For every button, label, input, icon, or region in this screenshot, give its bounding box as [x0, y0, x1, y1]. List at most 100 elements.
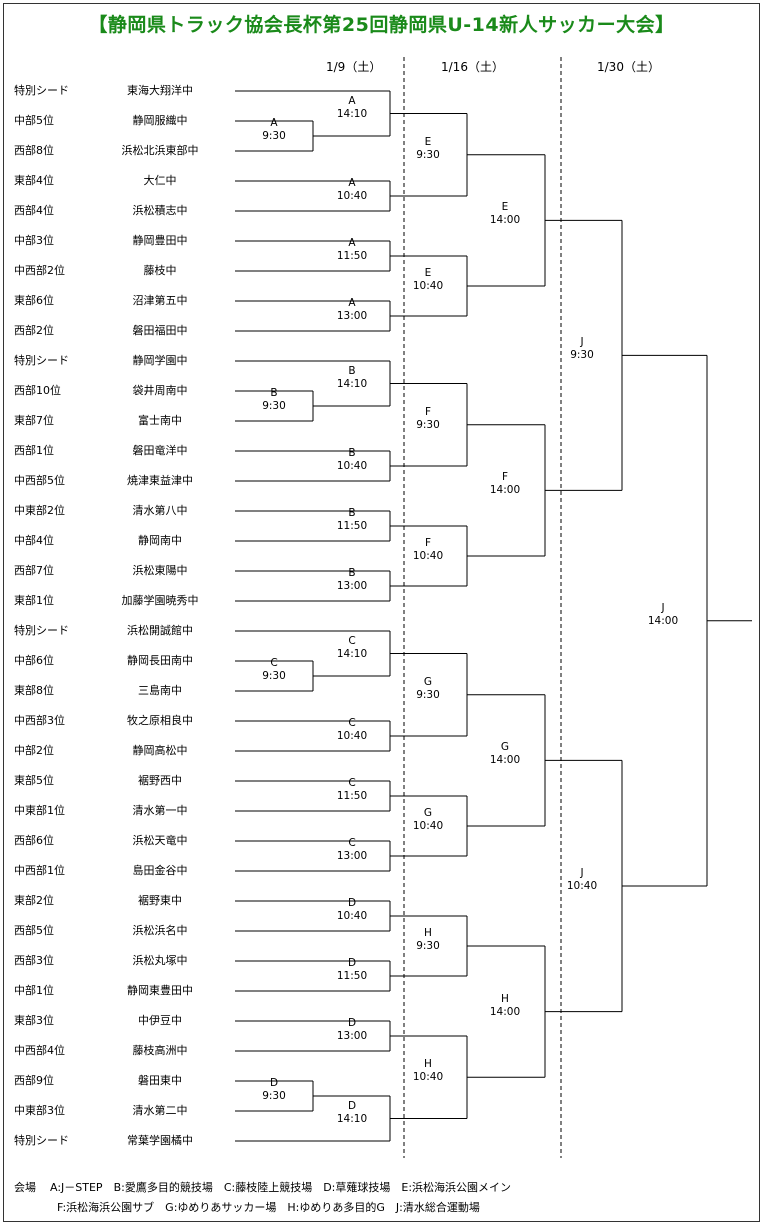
match-venue: F	[424, 405, 432, 418]
match-venue: A	[348, 94, 356, 107]
match-venue: J	[661, 601, 665, 614]
team-name: 清水第二中	[132, 1104, 188, 1117]
match-venue: H	[501, 992, 509, 1005]
team-name: 東海大翔洋中	[127, 84, 193, 97]
team-seed: 中西部3位	[14, 714, 65, 727]
team-name: 静岡服織中	[132, 114, 188, 127]
team-name: 裾野東中	[138, 894, 182, 907]
bracket-frame	[3, 3, 760, 1222]
match-venue: A	[348, 177, 356, 189]
match-venue: J	[580, 336, 584, 349]
match-time: 14:00	[489, 484, 521, 497]
match-time: 9:30	[416, 148, 440, 161]
team-seed: 中東部2位	[14, 504, 65, 517]
team-seed: 中西部4位	[14, 1044, 65, 1057]
match-venue: D	[347, 1017, 357, 1029]
team-name: 浜松浜名中	[132, 924, 188, 937]
match-time: 10:40	[412, 1071, 444, 1084]
legend-line1: A:J－STEP B:愛鷹多目的競技場 C:藤枝陸上競技場 D:草薙球技場 E:…	[50, 1181, 512, 1194]
team-seed: 東部8位	[14, 684, 54, 697]
match-venue: D	[269, 1077, 279, 1089]
team-seed: 中西部5位	[14, 474, 65, 487]
team-seed: 中東部3位	[14, 1104, 65, 1117]
team-seed: 西部1位	[14, 444, 54, 457]
team-seed: 特別シード	[14, 354, 69, 367]
team-name: 常葉学園橘中	[127, 1134, 193, 1147]
team-seed: 中部5位	[14, 114, 54, 127]
match-time: 14:10	[336, 1112, 368, 1125]
match-time: 14:00	[647, 614, 679, 627]
team-seed: 西部5位	[14, 924, 54, 937]
team-name: 静岡長田南中	[127, 654, 193, 667]
team-seed: 中部1位	[14, 984, 54, 997]
team-name: 沼津第五中	[132, 294, 188, 307]
match-venue: D	[347, 897, 357, 909]
team-name: 磐田福田中	[132, 324, 188, 337]
team-name: 裾野西中	[138, 774, 182, 787]
match-time: 10:40	[412, 280, 444, 292]
match-time: 14:00	[489, 214, 521, 227]
match-venue: C	[270, 657, 278, 669]
team-name: 浜松積志中	[132, 204, 188, 217]
team-name: 袋井周南中	[132, 384, 188, 397]
team-name: 藤枝中	[143, 264, 177, 277]
team-name: 中伊豆中	[138, 1014, 182, 1027]
match-time: 9:30	[416, 688, 440, 701]
match-venue: G	[500, 741, 510, 754]
match-time: 11:50	[336, 790, 368, 802]
team-name: 大仁中	[143, 174, 177, 187]
match-time: 14:10	[336, 647, 368, 660]
match-time: 10:40	[336, 730, 368, 742]
team-seed: 東部3位	[14, 1014, 54, 1027]
match-time: 13:00	[336, 580, 368, 592]
match-time: 10:40	[336, 460, 368, 472]
match-venue: E	[424, 267, 432, 279]
date-round2: 1/16（土）	[441, 60, 504, 74]
team-name: 静岡豊田中	[132, 234, 188, 247]
match-time: 9:30	[262, 670, 286, 682]
match-venue: J	[580, 867, 584, 879]
match-venue: C	[348, 634, 356, 647]
match-time: 10:40	[412, 820, 444, 832]
team-name: 清水第八中	[132, 504, 188, 517]
match-time: 9:30	[262, 400, 286, 412]
team-name: 清水第一中	[132, 804, 188, 817]
match-venue: C	[348, 777, 356, 789]
match-venue: A	[270, 117, 278, 129]
date-round1: 1/9（土）	[326, 60, 382, 74]
match-time: 10:40	[412, 550, 444, 562]
page-title: 【静岡県トラック協会長杯第25回静岡県U-14新人サッカー大会】	[88, 14, 675, 36]
team-seed: 中東部1位	[14, 804, 65, 817]
match-time: 9:30	[262, 1090, 286, 1102]
team-name: 浜松丸塚中	[132, 954, 188, 967]
venue-legend: 会場 A:J－STEP B:愛鷹多目的競技場 C:藤枝陸上競技場 D:草薙球技場…	[14, 1178, 511, 1218]
team-seed: 特別シード	[14, 84, 69, 97]
match-time: 14:10	[336, 377, 368, 390]
team-seed: 西部2位	[14, 324, 54, 337]
match-time: 14:00	[489, 1005, 521, 1018]
team-name: 浜松北浜東部中	[121, 144, 199, 157]
match-time: 9:30	[570, 349, 594, 362]
legend-label: 会場	[14, 1181, 36, 1194]
team-seed: 東部6位	[14, 294, 54, 307]
match-time: 11:50	[336, 970, 368, 982]
